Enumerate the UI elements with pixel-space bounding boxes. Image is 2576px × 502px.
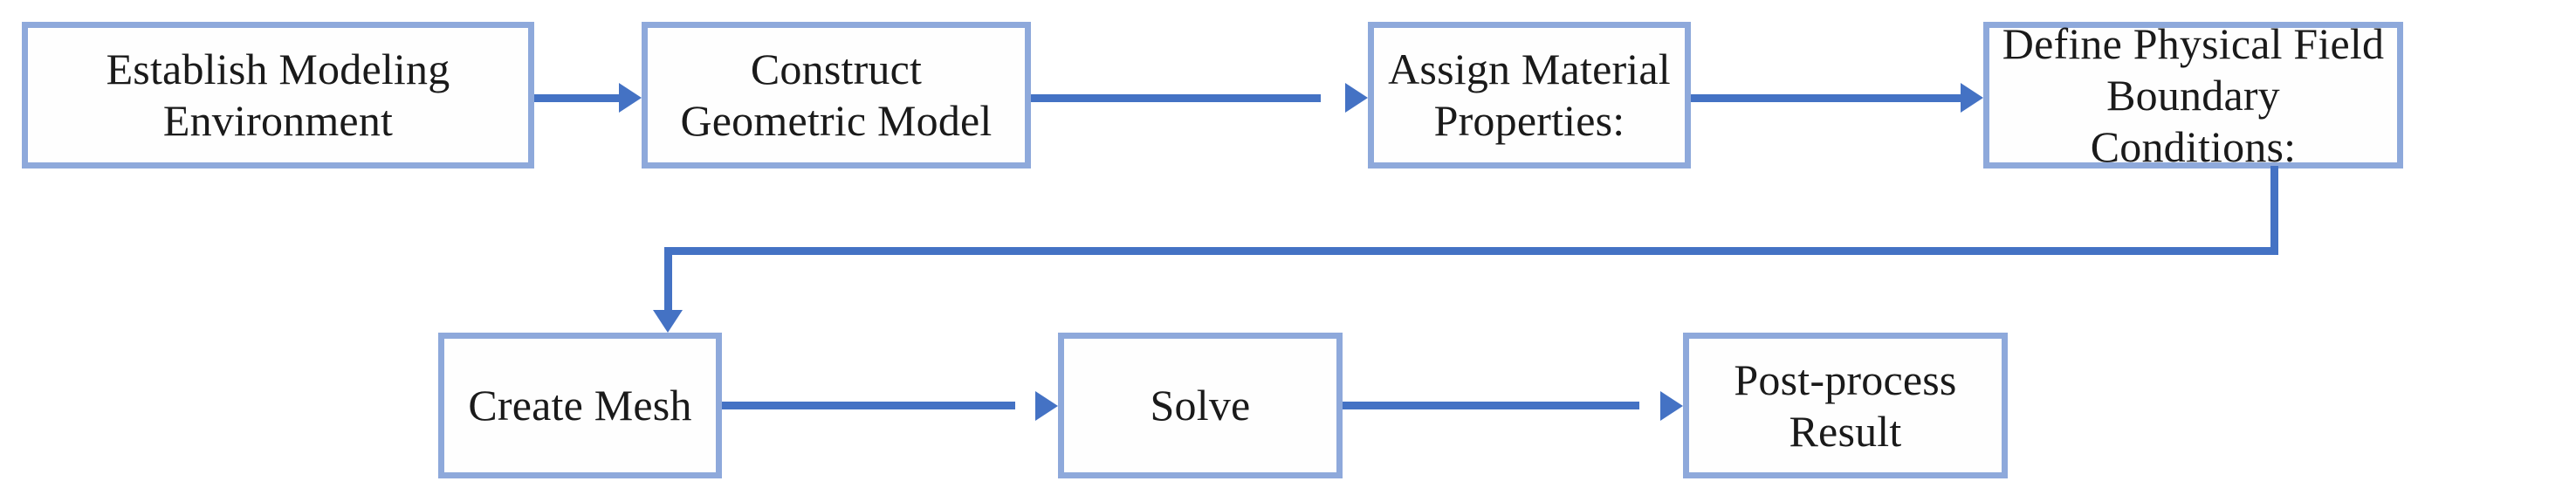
- node-label: Create Mesh: [468, 381, 692, 430]
- node-label: Solve: [1150, 381, 1251, 430]
- edge-construct-to-assign-arrowhead: [1345, 83, 1368, 113]
- edge-define-to-mesh-drop-segment: [2270, 166, 2278, 255]
- node-construct-geometric-model[interactable]: Construct Geometric Model: [642, 22, 1031, 168]
- node-post-process-result[interactable]: Post-process Result: [1683, 333, 2008, 478]
- edge-define-to-mesh-horizontal-segment: [664, 247, 2278, 255]
- node-solve[interactable]: Solve: [1058, 333, 1343, 478]
- node-establish-modeling-environment[interactable]: Establish Modeling Environment: [22, 22, 534, 168]
- edge-solve-to-postprocess-arrowhead: [1660, 391, 1683, 421]
- edge-mesh-to-solve-arrowhead: [1035, 391, 1058, 421]
- node-create-mesh[interactable]: Create Mesh: [438, 333, 722, 478]
- edge-assign-to-define-line: [1691, 94, 1961, 102]
- node-assign-material-properties[interactable]: Assign Material Properties:: [1368, 22, 1691, 168]
- edge-establish-to-construct-arrowhead: [619, 83, 642, 113]
- edge-establish-to-construct-line: [534, 94, 622, 102]
- edge-define-to-mesh-arrowhead: [653, 310, 683, 333]
- node-label: Assign Material Properties:: [1388, 45, 1671, 145]
- edge-mesh-to-solve-line: [722, 402, 1015, 409]
- node-label: Establish Modeling Environment: [106, 45, 450, 145]
- edge-construct-to-assign-line: [1031, 94, 1321, 102]
- node-label: Post-process Result: [1734, 354, 1957, 456]
- edge-define-to-mesh-descend-segment: [664, 247, 672, 313]
- node-label: Construct Geometric Model: [680, 45, 993, 145]
- edge-solve-to-postprocess-line: [1343, 402, 1639, 409]
- node-label: Define Physical Field Boundary Condition…: [2002, 18, 2385, 171]
- edge-assign-to-define-arrowhead: [1961, 83, 1983, 113]
- node-define-physical-field-boundary-conditions[interactable]: Define Physical Field Boundary Condition…: [1983, 19, 2403, 171]
